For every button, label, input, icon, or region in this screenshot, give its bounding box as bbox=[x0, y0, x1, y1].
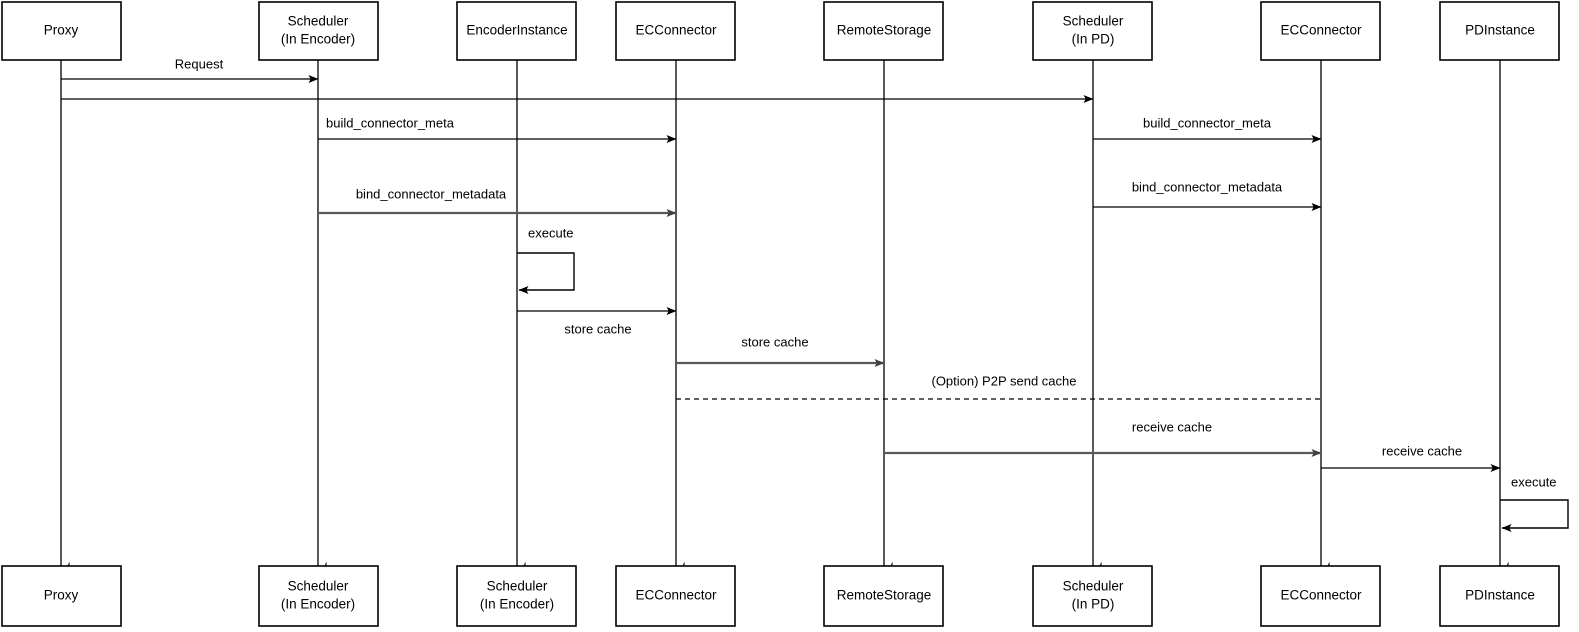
participant-top-box-rect-ecc_pd bbox=[1260, 1, 1381, 61]
participant-top-label-encoder_inst: EncoderInstance bbox=[466, 23, 567, 38]
message-m6[interactable]: bind_connector_metadata bbox=[1093, 179, 1322, 211]
message-label-m8: store cache bbox=[741, 334, 808, 349]
self-message-path-s1 bbox=[517, 252, 575, 294]
participant-top-sublabel-sched_enc: (In Encoder) bbox=[281, 32, 355, 47]
message-label-m3: build_connector_meta bbox=[326, 115, 455, 130]
participant-bottom-sublabel-encoder_inst: (In Encoder) bbox=[480, 597, 554, 612]
message-m7[interactable]: store cache bbox=[517, 307, 677, 336]
participant-bottom-box-ecc_enc[interactable]: ECConnector bbox=[615, 565, 736, 627]
participant-bottom-box-sched_pd[interactable]: Scheduler (In PD) bbox=[1032, 565, 1153, 627]
participant-bottom-sublabel-sched_pd: (In PD) bbox=[1072, 597, 1115, 612]
participant-top-box-ecc_enc[interactable]: ECConnector bbox=[615, 1, 736, 61]
self-message-label-s1: execute bbox=[528, 225, 574, 240]
participant-bottom-label-pd_inst: PDInstance bbox=[1465, 588, 1535, 603]
participant-bottom-box-rect-ecc_pd bbox=[1260, 565, 1381, 627]
message-m11[interactable]: receive cache bbox=[1321, 443, 1501, 472]
participant-top-box-rect-pd_inst bbox=[1439, 1, 1560, 61]
message-m10[interactable]: receive cache bbox=[884, 419, 1322, 457]
participant-bottom-box-proxy[interactable]: Proxy bbox=[1, 565, 122, 627]
participant-bottom-box-rect-sched_pd bbox=[1032, 565, 1153, 627]
message-label-m4: build_connector_meta bbox=[1143, 115, 1272, 130]
participant-top-box-proxy[interactable]: Proxy bbox=[1, 1, 122, 61]
participant-bottom-label-remote: RemoteStorage bbox=[837, 588, 932, 603]
participant-top-box-rect-sched_enc bbox=[258, 1, 379, 61]
participant-top-box-rect-encoder_inst bbox=[456, 1, 577, 61]
participant-top-sublabel-sched_pd: (In PD) bbox=[1072, 32, 1115, 47]
self-message-label-s2: execute bbox=[1511, 474, 1557, 489]
participant-bottom-box-rect-ecc_enc bbox=[615, 565, 736, 627]
participant-top-box-rect-remote bbox=[823, 1, 944, 61]
message-label-m7: store cache bbox=[564, 321, 631, 336]
participant-top-box-encoder_inst[interactable]: EncoderInstance bbox=[456, 1, 577, 61]
participant-bottom-label-ecc_enc: ECConnector bbox=[635, 588, 717, 603]
participant-bottom-box-encoder_inst[interactable]: Scheduler (In Encoder) bbox=[456, 565, 577, 627]
message-label-m10: receive cache bbox=[1132, 419, 1212, 434]
self-messages-group: execute execute bbox=[517, 225, 1569, 532]
message-label-m9: (Option) P2P send cache bbox=[931, 373, 1076, 388]
participant-top-label-ecc_pd: ECConnector bbox=[1280, 23, 1362, 38]
message-m8[interactable]: store cache bbox=[676, 334, 885, 367]
participant-top-box-pd_inst[interactable]: PDInstance bbox=[1439, 1, 1560, 61]
participant-bottom-box-ecc_pd[interactable]: ECConnector bbox=[1260, 565, 1381, 627]
self-message-s1[interactable]: execute bbox=[517, 225, 575, 294]
participant-bottom-box-rect-remote bbox=[823, 565, 944, 627]
participant-bottom-label-ecc_pd: ECConnector bbox=[1280, 588, 1362, 603]
participant-top-box-sched_enc[interactable]: Scheduler (In Encoder) bbox=[258, 1, 379, 61]
participant-bottom-box-sched_enc[interactable]: Scheduler (In Encoder) bbox=[258, 565, 379, 627]
top-participant-boxes: Proxy Scheduler (In Encoder) EncoderInstanc… bbox=[1, 1, 1560, 61]
message-m3[interactable]: build_connector_meta bbox=[318, 115, 677, 143]
participant-top-box-rect-proxy bbox=[1, 1, 122, 61]
bottom-participant-boxes: Proxy Scheduler (In Encoder) Scheduler (In E… bbox=[1, 565, 1560, 627]
self-message-path-s2 bbox=[1500, 499, 1569, 532]
participant-bottom-label-sched_enc: Scheduler bbox=[288, 579, 349, 594]
participant-bottom-box-rect-proxy bbox=[1, 565, 122, 627]
participant-bottom-box-rect-encoder_inst bbox=[456, 565, 577, 627]
participant-top-box-ecc_pd[interactable]: ECConnector bbox=[1260, 1, 1381, 61]
message-label-m1: Request bbox=[175, 56, 224, 71]
participant-top-label-ecc_enc: ECConnector bbox=[635, 23, 717, 38]
participant-bottom-box-pd_inst[interactable]: PDInstance bbox=[1439, 565, 1560, 627]
message-label-m5: bind_connector_metadata bbox=[356, 186, 507, 201]
participant-bottom-box-rect-pd_inst bbox=[1439, 565, 1560, 627]
lifelines-group bbox=[60, 60, 1509, 571]
message-m5[interactable]: bind_connector_metadata bbox=[318, 186, 677, 217]
participant-top-label-pd_inst: PDInstance bbox=[1465, 23, 1535, 38]
participant-bottom-label-encoder_inst: Scheduler bbox=[487, 579, 548, 594]
participant-top-label-remote: RemoteStorage bbox=[837, 23, 932, 38]
participant-bottom-box-remote[interactable]: RemoteStorage bbox=[823, 565, 944, 627]
participant-top-label-sched_pd: Scheduler bbox=[1063, 14, 1124, 29]
messages-group: Request build_connector_meta build_connect… bbox=[61, 56, 1501, 472]
participant-top-label-sched_enc: Scheduler bbox=[288, 14, 349, 29]
participant-top-box-sched_pd[interactable]: Scheduler (In PD) bbox=[1032, 1, 1153, 61]
participant-top-box-rect-sched_pd bbox=[1032, 1, 1153, 61]
participant-bottom-label-sched_pd: Scheduler bbox=[1063, 579, 1124, 594]
participant-bottom-box-rect-sched_enc bbox=[258, 565, 379, 627]
participant-top-box-rect-ecc_enc bbox=[615, 1, 736, 61]
message-label-m6: bind_connector_metadata bbox=[1132, 179, 1283, 194]
message-m1[interactable]: Request bbox=[61, 56, 319, 83]
participant-top-box-remote[interactable]: RemoteStorage bbox=[823, 1, 944, 61]
participant-top-label-proxy: Proxy bbox=[44, 23, 79, 38]
message-label-m11: receive cache bbox=[1382, 443, 1462, 458]
participant-bottom-sublabel-sched_enc: (In Encoder) bbox=[281, 597, 355, 612]
participant-bottom-label-proxy: Proxy bbox=[44, 588, 79, 603]
message-m4[interactable]: build_connector_meta bbox=[1093, 115, 1322, 143]
message-m9[interactable]: (Option) P2P send cache bbox=[676, 373, 1321, 400]
self-message-s2[interactable]: execute bbox=[1500, 474, 1569, 532]
